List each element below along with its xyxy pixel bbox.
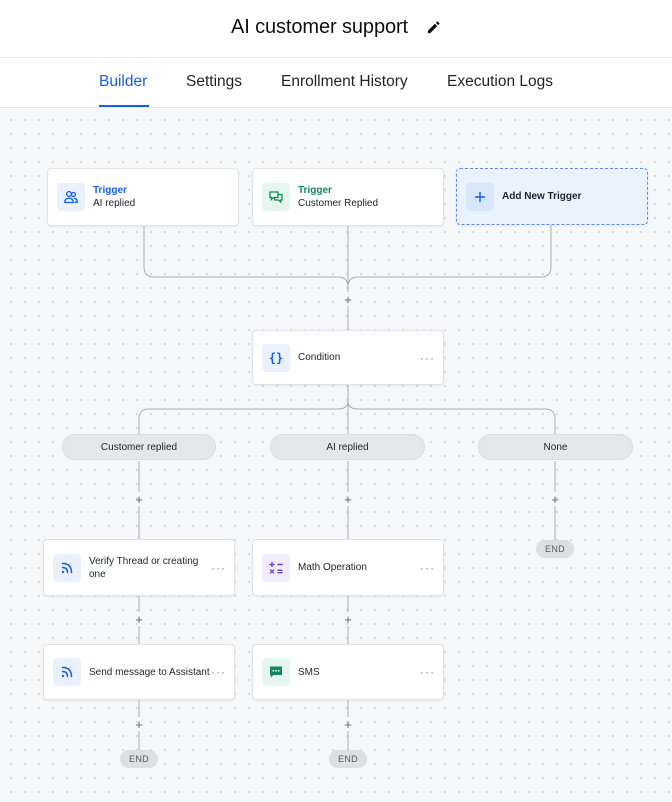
tab-settings[interactable]: Settings bbox=[186, 73, 243, 90]
more-options-icon[interactable]: ··· bbox=[420, 560, 435, 575]
trigger-customer-replied[interactable]: Trigger Customer Replied bbox=[252, 168, 444, 226]
trigger-kicker: Trigger bbox=[93, 185, 127, 196]
end-marker: END bbox=[536, 540, 574, 558]
workflow-name: AI customer support bbox=[230, 16, 409, 38]
tab-execution-logs[interactable]: Execution Logs bbox=[447, 73, 553, 90]
branch-ai-replied[interactable]: AI replied bbox=[270, 434, 425, 460]
action-send-message-assistant[interactable]: Send message to Assistant ··· bbox=[43, 644, 235, 700]
braces-icon: {} bbox=[262, 343, 290, 372]
add-step-button[interactable]: + bbox=[135, 716, 143, 732]
sms-icon bbox=[262, 658, 290, 686]
tab-bar: Builder Settings Enrollment History Exec… bbox=[0, 58, 672, 108]
end-marker: END bbox=[329, 750, 367, 768]
more-options-icon[interactable]: ··· bbox=[420, 350, 435, 365]
action-label: Send message to Assistant bbox=[89, 666, 210, 678]
math-icon bbox=[262, 553, 290, 582]
more-options-icon[interactable]: ··· bbox=[211, 560, 226, 575]
webhook-icon bbox=[53, 658, 81, 686]
action-sms[interactable]: SMS ··· bbox=[252, 644, 444, 700]
add-step-button[interactable]: + bbox=[344, 716, 352, 732]
plus-icon bbox=[466, 182, 494, 211]
add-step-button[interactable]: + bbox=[135, 611, 143, 627]
add-step-button[interactable]: + bbox=[551, 491, 559, 507]
branch-none[interactable]: None bbox=[478, 434, 633, 460]
action-label: Verify Thread or creating one bbox=[89, 555, 199, 580]
add-new-trigger-button[interactable]: Add New Trigger bbox=[456, 168, 648, 225]
add-step-button[interactable]: + bbox=[344, 611, 352, 627]
tab-enrollment-history[interactable]: Enrollment History bbox=[281, 73, 408, 90]
action-label: Math Operation bbox=[298, 562, 367, 573]
more-options-icon[interactable]: ··· bbox=[420, 665, 435, 679]
add-step-button[interactable]: + bbox=[135, 491, 143, 507]
more-options-icon[interactable]: ··· bbox=[211, 665, 226, 679]
chat-icon bbox=[262, 183, 290, 211]
action-math-operation[interactable]: Math Operation ··· bbox=[252, 539, 444, 596]
users-icon bbox=[57, 183, 85, 211]
trigger-kicker: Trigger bbox=[298, 185, 332, 196]
branch-customer-replied[interactable]: Customer replied bbox=[62, 434, 216, 460]
add-step-button[interactable]: + bbox=[344, 291, 352, 307]
header: AI customer support bbox=[0, 0, 672, 58]
action-label: SMS bbox=[298, 666, 320, 678]
active-tab-indicator bbox=[99, 105, 149, 107]
tab-builder[interactable]: Builder bbox=[99, 73, 148, 90]
trigger-ai-replied[interactable]: Trigger AI replied bbox=[47, 168, 239, 226]
action-verify-thread[interactable]: Verify Thread or creating one ··· bbox=[43, 539, 235, 596]
webhook-icon bbox=[53, 553, 81, 582]
condition-node[interactable]: {} Condition ··· bbox=[252, 330, 444, 385]
trigger-label: Customer Replied bbox=[298, 198, 379, 209]
condition-label: Condition bbox=[298, 352, 341, 363]
end-marker: END bbox=[120, 750, 158, 768]
workflow-canvas[interactable]: Trigger AI replied Trigger Customer Repl… bbox=[0, 109, 672, 802]
trigger-label: AI replied bbox=[93, 198, 136, 209]
connector-lines bbox=[138, 225, 556, 750]
page-title: AI customer support bbox=[0, 16, 672, 39]
add-trigger-label: Add New Trigger bbox=[502, 191, 582, 202]
pencil-icon[interactable] bbox=[426, 20, 441, 35]
add-step-button[interactable]: + bbox=[344, 491, 352, 507]
